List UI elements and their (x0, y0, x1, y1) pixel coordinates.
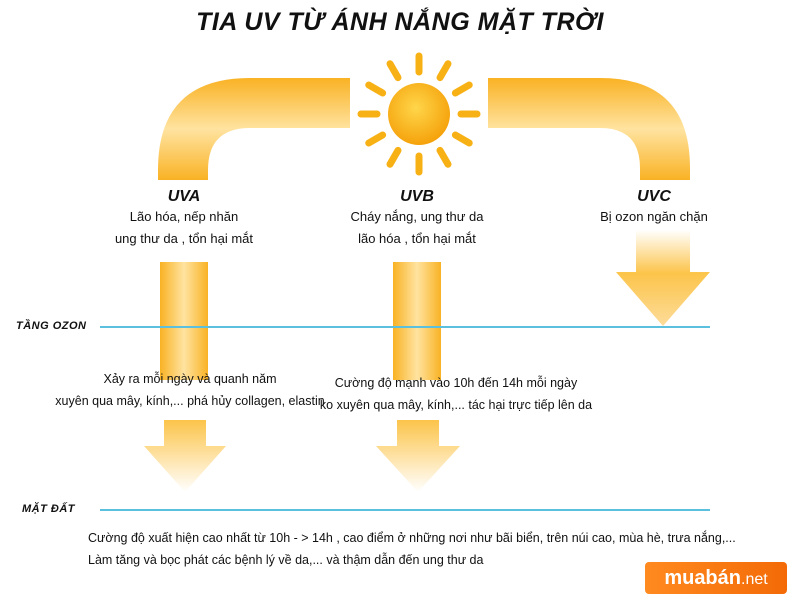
uva-effects: Lão hóa, nếp nhăn ung thư da , tổn hại m… (84, 206, 284, 250)
uva-arrow (144, 420, 226, 492)
sun-ray (451, 131, 473, 147)
ground-layer-label: MẶT ĐẤT (22, 503, 75, 515)
page-title: TIA UV TỪ ÁNH NẮNG MẶT TRỜI (196, 8, 604, 36)
uvb-note-line-1: Cường độ mạnh vào 10h đến 14h mỗi ngày (334, 376, 578, 390)
uva-pipe (158, 78, 350, 180)
uvc-arrow (616, 230, 710, 326)
uvb-effect-2: lão hóa , tổn hại mắt (358, 231, 476, 246)
sun-ray (386, 146, 402, 168)
uva-note: Xảy ra mỗi ngày và quanh năm xuyên qua m… (40, 368, 340, 412)
sun-ray (365, 131, 387, 147)
sun-ray (436, 146, 452, 168)
uvb-beam (393, 262, 441, 380)
uvb-note: Cường độ mạnh vào 10h đến 14h mỗi ngày k… (306, 372, 606, 416)
uva-effect-1: Lão hóa, nếp nhăn (129, 209, 239, 224)
uvb-effects: Cháy nắng, ung thư da lão hóa , tổn hại … (317, 206, 517, 250)
sun-icon (357, 52, 481, 176)
uvc-effect-1: Bị ozon ngăn chặn (600, 209, 708, 224)
uvb-label: UVB (400, 188, 434, 205)
uva-note-line-2: xuyên qua mây, kính,... phá hủy collagen… (55, 394, 325, 408)
uvc-effects: Bị ozon ngăn chặn (574, 206, 734, 228)
bottom-line-2: Làm tăng và bọc phát các bệnh lý về da,.… (88, 553, 484, 567)
uvc-pipe (488, 78, 690, 180)
bottom-line-1: Cường độ xuất hiện cao nhất từ 10h - > 1… (88, 531, 736, 545)
logo-main: muabán (664, 567, 741, 589)
uva-effect-2: ung thư da , tổn hại mắt (114, 231, 254, 246)
uvb-note-line-2: ko xuyên qua mây, kính,... tác hại trực … (319, 398, 593, 412)
uvc-label: UVC (637, 188, 671, 205)
uvb-effect-1: Cháy nắng, ung thư da (350, 209, 484, 224)
uva-label: UVA (167, 188, 201, 205)
uva-note-line-1: Xảy ra mỗi ngày và quanh năm (103, 372, 277, 386)
sun-ray (386, 60, 402, 82)
muaban-logo[interactable]: muabán.net (645, 562, 787, 594)
sun-ray (365, 81, 387, 97)
logo-suffix: .net (741, 571, 768, 588)
bottom-description: Cường độ xuất hiện cao nhất từ 10h - > 1… (88, 527, 736, 571)
sun-ray (436, 60, 452, 82)
sun-ray (451, 81, 473, 97)
ozone-layer-label: TẦNG OZON (16, 320, 87, 332)
uvb-arrow (376, 420, 460, 492)
uva-beam (160, 262, 208, 380)
